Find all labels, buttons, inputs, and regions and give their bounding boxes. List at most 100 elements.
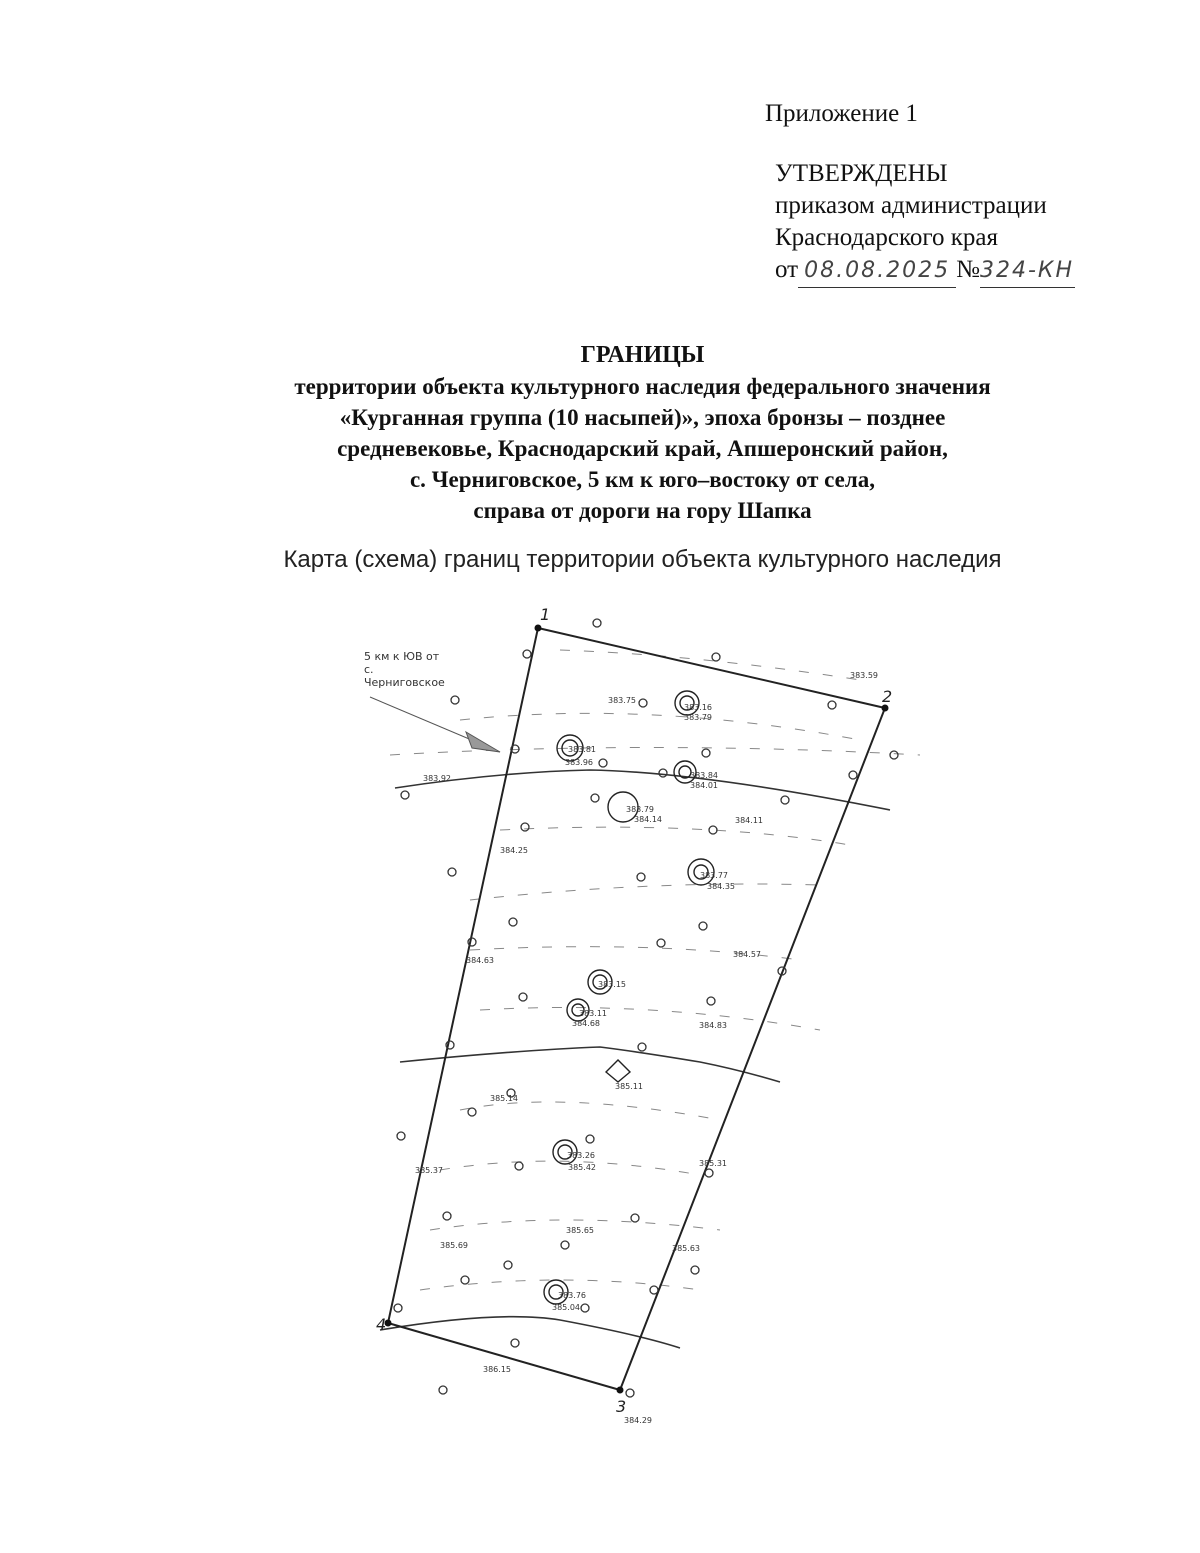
contour-line — [499, 826, 851, 846]
mound-outline — [556, 734, 584, 762]
mound — [687, 858, 715, 886]
survey-point — [701, 748, 711, 758]
mound-outline — [566, 998, 590, 1022]
mound — [607, 791, 639, 823]
corner-point — [384, 1319, 392, 1327]
mound — [604, 1059, 632, 1083]
survey-point — [580, 1303, 590, 1313]
contour-line — [429, 1219, 721, 1231]
mound — [673, 760, 697, 784]
survey-point — [711, 652, 721, 662]
elevation-label: 383.76 — [558, 1291, 586, 1300]
handwritten-date: 08.08.2025 — [798, 255, 957, 288]
survey-point — [636, 872, 646, 882]
corner-point — [534, 624, 542, 632]
survey-point — [514, 1161, 524, 1171]
mound — [674, 690, 700, 716]
elevation-label: 385.11 — [615, 1082, 643, 1091]
approval-line-2: Краснодарского края — [775, 224, 998, 251]
survey-point — [889, 750, 899, 760]
survey-point — [447, 867, 457, 877]
elevation-label: 385.63 — [672, 1244, 700, 1253]
title-line-3: средневековье, Краснодарский край, Апшер… — [337, 436, 948, 461]
elevation-label: 384.35 — [707, 882, 735, 891]
survey-point — [450, 695, 460, 705]
elevation-label: 383.11 — [579, 1009, 607, 1018]
title-main: ГРАНИЦЫ — [580, 342, 705, 368]
survey-point — [400, 790, 410, 800]
elevation-label: 383.26 — [567, 1151, 595, 1160]
elevation-label: 383.92 — [423, 774, 451, 783]
corner-label-2: 2 — [882, 687, 892, 706]
survey-point — [520, 822, 530, 832]
elevation-label: 383.59 — [850, 671, 878, 680]
mound-outline — [587, 969, 613, 995]
elevation-label: 385.04 — [552, 1303, 580, 1312]
contour-line — [439, 1160, 701, 1176]
survey-point — [780, 795, 790, 805]
survey-point — [438, 1385, 448, 1395]
survey-point — [630, 1213, 640, 1223]
mound-outline — [543, 1279, 569, 1305]
mound — [566, 998, 590, 1022]
contour-line — [389, 747, 921, 756]
boundary-corners — [384, 624, 889, 1394]
survey-point — [585, 1134, 595, 1144]
burial-mounds — [543, 690, 715, 1305]
direction-note: 5 км к ЮВ от с. Черниговское — [364, 650, 501, 753]
map-caption: Карта (схема) границ территории объекта … — [283, 546, 1002, 573]
elevation-label: 383.75 — [608, 696, 636, 705]
mound-outline — [561, 739, 579, 757]
survey-point — [508, 917, 518, 927]
elevation-label: 386.15 — [483, 1365, 511, 1374]
survey-point — [396, 1131, 406, 1141]
elevation-label: 384.29 — [624, 1416, 652, 1425]
elevation-label: 385.65 — [566, 1226, 594, 1235]
elevation-label: 385.14 — [490, 1094, 518, 1103]
mound — [556, 734, 584, 762]
mound — [552, 1139, 578, 1165]
survey-point — [625, 1388, 635, 1398]
survey-point — [637, 1042, 647, 1052]
direction-note-line-3: Черниговское — [364, 676, 445, 689]
mound-outline — [679, 695, 695, 711]
corner-labels: 1 2 3 4 — [376, 605, 892, 1416]
direction-note-line-2: с. — [364, 663, 374, 676]
survey-point — [649, 1285, 659, 1295]
survey-point — [592, 618, 602, 628]
survey-point — [442, 1211, 452, 1221]
survey-point — [445, 1040, 455, 1050]
title-line-5: справа от дороги на гору Шапка — [473, 498, 812, 523]
title-line-2: «Курганная группа (10 насыпей)», эпоха б… — [339, 405, 946, 430]
elevation-labels: 383.59 383.75 383.79 383.16 383.81 383.9… — [415, 671, 878, 1425]
elevation-label: 383.84 — [690, 771, 718, 780]
document-title: ГРАНИЦЫ территории объекта культурного н… — [180, 340, 1105, 526]
elevation-label: 384.14 — [634, 815, 662, 824]
mound-outline — [674, 690, 700, 716]
elevation-label: 385.31 — [699, 1159, 727, 1168]
elevation-label: 384.83 — [699, 1021, 727, 1030]
elevation-label: 384.57 — [733, 950, 761, 959]
corner-label-1: 1 — [540, 605, 550, 624]
elevation-label: 384.25 — [500, 846, 528, 855]
direction-arrow-head — [465, 730, 501, 753]
survey-point — [590, 793, 600, 803]
elevation-label: 385.42 — [568, 1163, 596, 1172]
elevation-label: 383.16 — [684, 703, 712, 712]
survey-point — [827, 700, 837, 710]
elevation-label: 384.63 — [466, 956, 494, 965]
road-line — [399, 1046, 781, 1083]
survey-points — [393, 618, 899, 1398]
survey-point — [658, 768, 668, 778]
approval-block: УТВЕРЖДЕНЫ приказом администрации Красно… — [775, 158, 1075, 288]
title-line-1: территории объекта культурного наследия … — [294, 374, 991, 399]
mound-outline — [607, 791, 639, 823]
mound-outline — [552, 1139, 578, 1165]
elevation-label: 383.81 — [568, 745, 596, 754]
contour-lines — [389, 649, 921, 1291]
contour-line — [469, 883, 821, 901]
survey-point — [638, 698, 648, 708]
survey-point — [656, 938, 666, 948]
corner-label-3: 3 — [616, 1397, 626, 1416]
mound-outline — [557, 1144, 573, 1160]
